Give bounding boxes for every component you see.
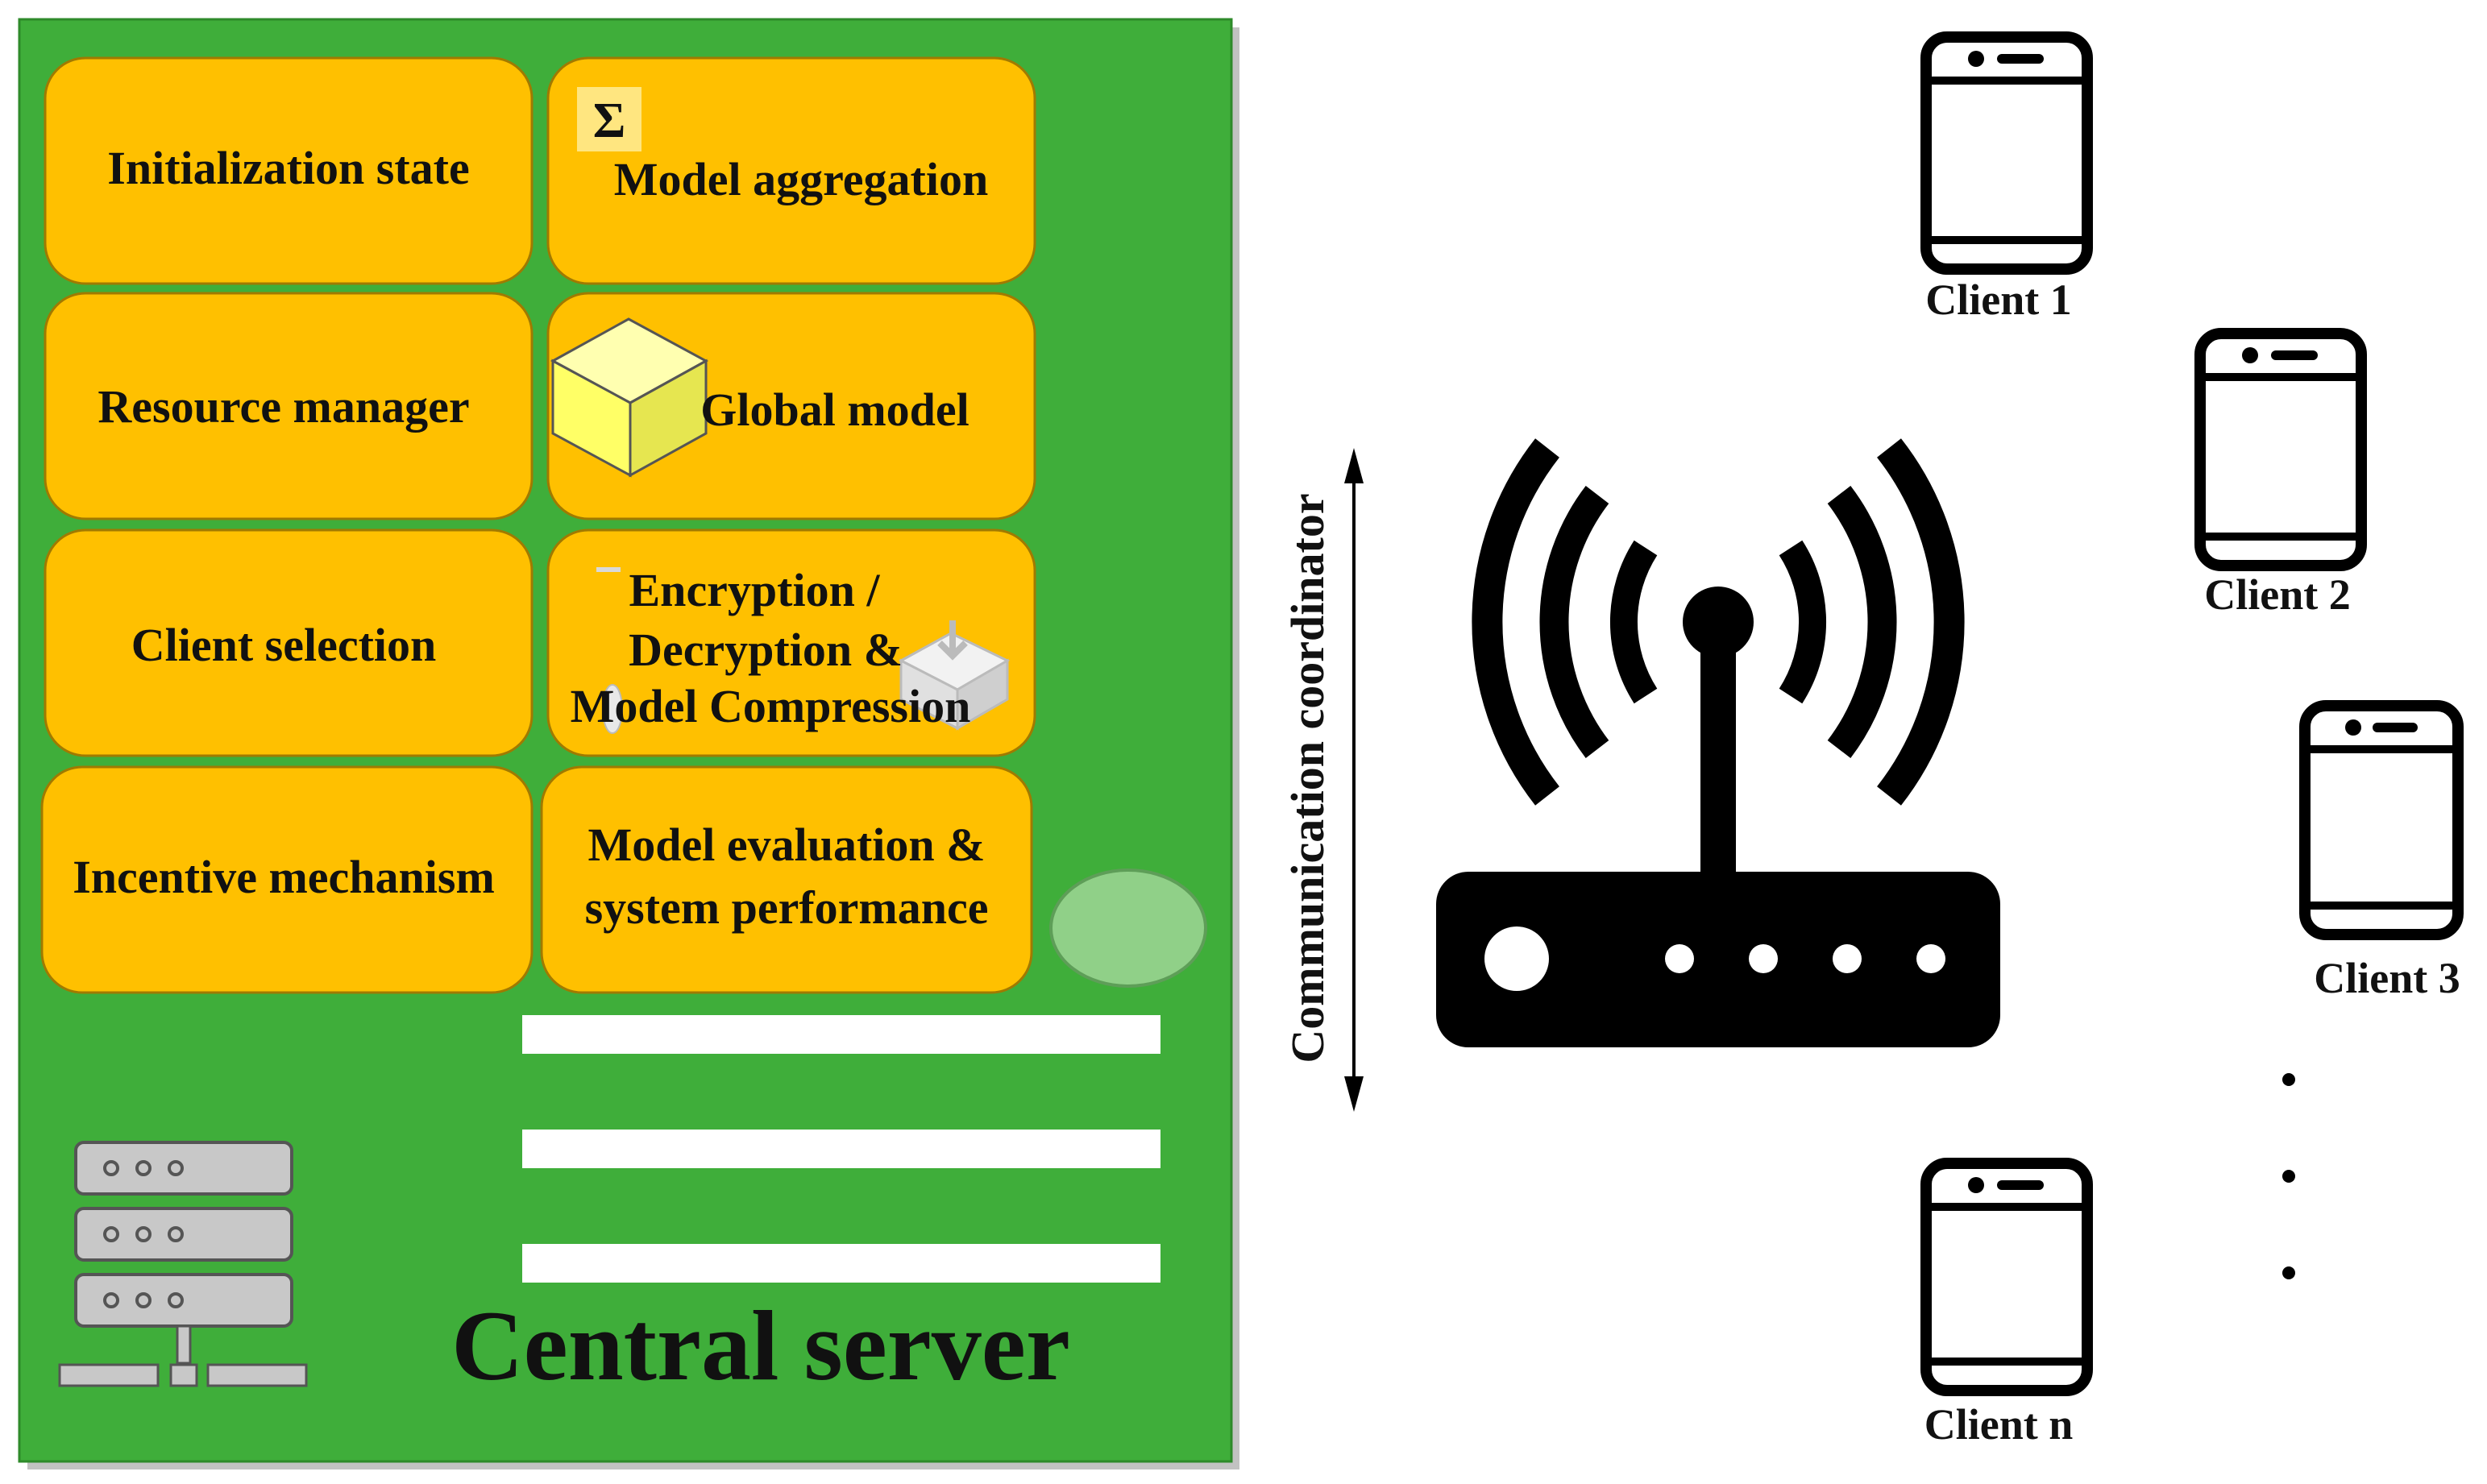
client-2: Client 2 [2194, 328, 2367, 619]
module-resource-manager: Resource manager [44, 292, 534, 520]
wireless-router-icon [1436, 438, 2000, 1047]
module-model-evaluation: Model evaluation & system performance [540, 765, 1033, 994]
module-incentive-mechanism: Incentive mechanism [40, 765, 534, 994]
client-n: Client n [1920, 1158, 2093, 1449]
status-indicator [1049, 868, 1207, 988]
sigma-symbol: Σ [593, 93, 626, 148]
module-encryption-compression: Encryption / Decryption & Model Compress… [546, 529, 1036, 757]
module-label-compression: Model Compression [571, 680, 971, 732]
client-label-1: Client 1 [1925, 276, 2072, 324]
smartphone-icon [1920, 1158, 2093, 1396]
module-initialization-state: Initialization state [44, 56, 534, 285]
smartphone-icon [2299, 700, 2464, 940]
arrow-up-icon [1344, 448, 1364, 483]
module-label-initialization: Initialization state [107, 142, 469, 194]
client-3: Client 3 [2299, 700, 2464, 1002]
sigma-icon [577, 87, 641, 151]
central-server-panel: Initialization state Σ Model aggregation… [18, 18, 1239, 1469]
key-icon-fragment [596, 567, 621, 572]
client-1: Client 1 [1920, 31, 2093, 324]
module-label-decryption: Decryption & [629, 624, 903, 676]
module-client-selection: Client selection [44, 529, 534, 757]
server-bar-1 [522, 1015, 1160, 1054]
module-label-client-selection: Client selection [131, 619, 437, 671]
arrow-down-icon [1344, 1076, 1364, 1112]
download-box-icon [898, 620, 1011, 731]
module-label-global-model: Global model [700, 383, 969, 436]
coordinator-label: Communication coordinator [1281, 493, 1334, 1063]
module-model-aggregation: Σ Model aggregation [546, 56, 1036, 285]
module-label-resource-manager: Resource manager [98, 380, 469, 433]
lock-icon [602, 684, 623, 734]
ellipsis-dots [2282, 1073, 2295, 1279]
communication-coordinator: Communication coordinator [1281, 448, 1364, 1112]
server-bar-2 [522, 1130, 1160, 1168]
server-rack-icon [58, 1141, 308, 1387]
client-label-3: Client 3 [2314, 954, 2460, 1002]
module-label-aggregation: Model aggregation [614, 153, 988, 205]
module-label-incentive: Incentive mechanism [73, 851, 495, 903]
module-global-model: Global model [546, 292, 1036, 520]
client-label-n: Client n [1924, 1400, 2074, 1449]
smartphone-icon [1920, 31, 2093, 275]
central-server-title: Central server [451, 1291, 1070, 1401]
module-label-evaluation: Model evaluation & [588, 819, 986, 871]
client-label-2: Client 2 [2204, 570, 2351, 619]
module-label-encryption: Encryption / [629, 564, 881, 616]
smartphone-icon [2194, 328, 2367, 571]
server-bar-3 [522, 1244, 1160, 1283]
cube-icon [550, 317, 709, 478]
module-label-performance: system performance [585, 881, 989, 934]
